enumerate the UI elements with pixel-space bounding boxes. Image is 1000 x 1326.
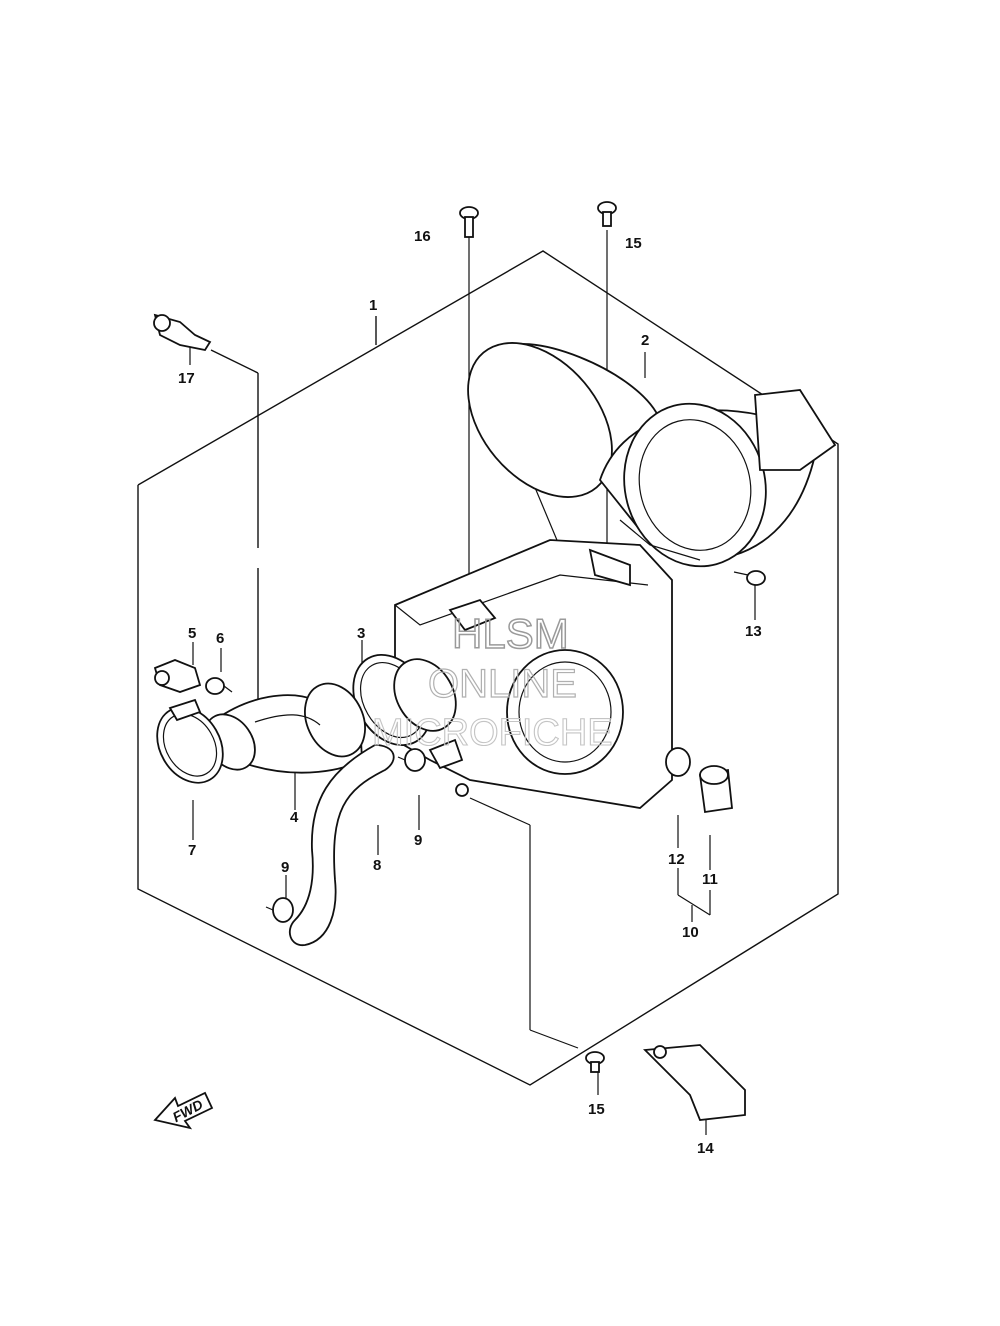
watermark-line-2: ONLINE [428,662,577,706]
callout-15b: 15 [588,1101,605,1118]
gasket-part-3 [352,653,457,747]
callout-15a: 15 [625,235,642,252]
callout-3: 3 [357,625,365,642]
callout-6: 6 [216,630,224,647]
callout-4: 4 [290,809,299,826]
callout-9b: 9 [281,859,289,876]
callout-13: 13 [745,623,762,640]
callout-5: 5 [188,625,196,642]
callout-labels: 1 2 3 4 5 6 7 8 9 9 10 11 12 13 14 15 15… [178,228,762,1157]
sensor-part-17 [153,313,212,352]
drain-hose-part-8 [288,744,395,946]
forward-direction-arrow: FWD [153,1091,214,1130]
plug-part-11 [698,765,733,814]
callout-10: 10 [682,924,699,941]
air-cleaner-box-part-1 [394,539,673,809]
bolt-part-15-bottom [585,1051,605,1073]
assembly-outline [137,250,839,1086]
screw-part-13 [733,570,766,586]
clip-part-12 [665,747,691,777]
callout-12: 12 [668,851,685,868]
callout-17: 17 [178,370,195,387]
callout-14: 14 [697,1140,714,1157]
air-filter-element-part-2 [467,342,837,568]
callout-2: 2 [641,332,649,349]
bolt-part-15-top [597,201,617,227]
bracket-part-14 [643,1044,746,1121]
watermark-line-1: HLSM [452,610,569,657]
clamp-part-7 [156,698,224,784]
clip-part-9-b [265,897,294,923]
clip-part-9-a [397,748,426,772]
callout-9a: 9 [414,832,422,849]
watermark-line-3: MICROFICHE [372,712,613,754]
bolt-part-16 [459,206,479,238]
callout-11: 11 [702,871,718,888]
callout-1: 1 [369,297,377,314]
intake-duct-part-4 [204,682,366,774]
callout-16: 16 [414,228,431,245]
callout-8: 8 [373,857,381,874]
clip-part-6 [205,677,233,695]
callout-7: 7 [188,842,196,859]
fitting-part-5 [153,659,202,693]
watermark: HLSM ONLINE MICROFICHE [371,609,613,754]
